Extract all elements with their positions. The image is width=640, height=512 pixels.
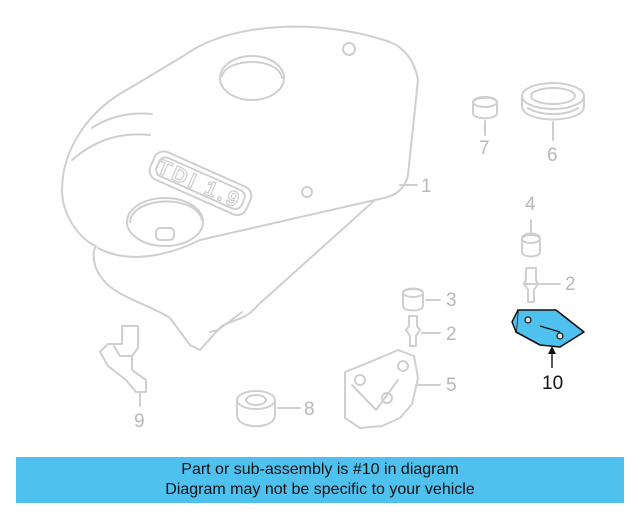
- parts-diagram: TDI 1.9: [61, 25, 585, 429]
- engine-cover-part-1: [61, 25, 419, 351]
- callout-1: 1: [421, 176, 432, 197]
- cap-part-7: [472, 96, 498, 136]
- banner-line-1: Part or sub-assembly is #10 in diagram: [181, 461, 459, 478]
- callout-9: 9: [134, 411, 145, 432]
- callout-3: 3: [446, 290, 457, 311]
- callout-7: 7: [479, 138, 490, 159]
- grommet-part-8: [236, 390, 301, 428]
- bushing-part-4: [521, 219, 541, 258]
- stud-part-2-right: [523, 267, 561, 303]
- bushing-part-3: [402, 287, 441, 312]
- bracket-part-5: [344, 349, 441, 429]
- callout-5: 5: [446, 375, 457, 396]
- info-banner: Part or sub-assembly is #10 in diagram D…: [16, 457, 624, 503]
- callout-10-highlighted: 10: [542, 373, 564, 394]
- bracket-part-10-highlighted: [511, 309, 585, 368]
- callout-2-middle: 2: [446, 324, 457, 345]
- grommet-part-6: [521, 82, 585, 141]
- callout-6: 6: [547, 145, 558, 166]
- banner-line-2: Diagram may not be specific to your vehi…: [165, 481, 475, 498]
- callout-2-right: 2: [565, 274, 576, 295]
- bracket-part-9: [99, 325, 147, 407]
- callout-8: 8: [304, 399, 315, 420]
- callout-4: 4: [525, 194, 536, 215]
- stud-part-2-middle: [405, 315, 441, 347]
